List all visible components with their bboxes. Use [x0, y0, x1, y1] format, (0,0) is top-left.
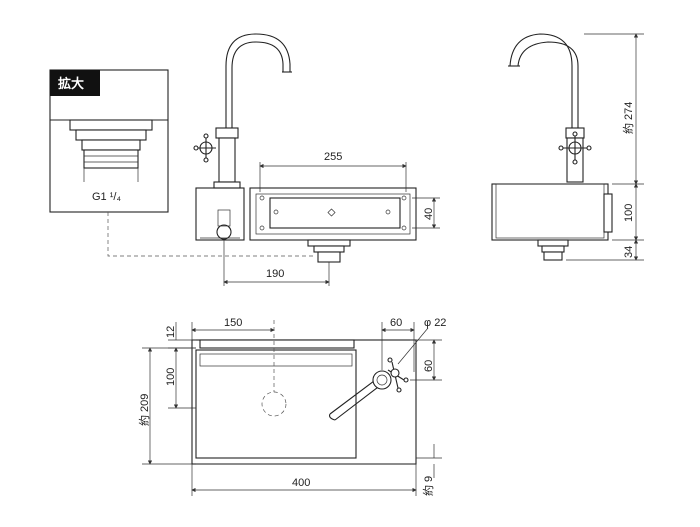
- zoom-frame: [49, 69, 169, 213]
- dim-phi22: φ 22: [397, 317, 446, 365]
- zoom-leader: [107, 212, 316, 257]
- dim-60-vertical: 60: [410, 339, 442, 381]
- svg-text:190: 190: [266, 268, 284, 280]
- cross-handle-icon: [387, 357, 409, 393]
- svg-text:φ 22: φ 22: [424, 317, 446, 329]
- svg-text:60: 60: [390, 317, 402, 329]
- dim-400: 400: [191, 464, 417, 496]
- dim-60-horizontal: 60: [381, 317, 415, 372]
- dim-34: 34: [566, 239, 644, 261]
- svg-text:12: 12: [165, 326, 177, 338]
- zoom-badge-label: 拡大: [58, 76, 84, 92]
- svg-text:100: 100: [165, 368, 177, 386]
- svg-text:255: 255: [324, 151, 342, 163]
- cross-handle-icon: [193, 133, 216, 163]
- zoom-badge: [50, 70, 100, 96]
- zoom-detail: 拡大 G1 ¹/₄: [49, 69, 169, 213]
- svg-text:60: 60: [423, 360, 435, 372]
- front-view: [193, 33, 417, 263]
- dim-274: 約 274: [584, 33, 644, 185]
- svg-text:約 9: 約 9: [421, 476, 435, 496]
- dim-150: 150: [191, 317, 275, 340]
- dim-255: 255: [259, 151, 407, 192]
- thread-label: G1 ¹/₄: [92, 191, 121, 203]
- dim-40: 40: [412, 197, 440, 229]
- dim-9: 約 9: [416, 444, 442, 496]
- svg-text:約 274: 約 274: [621, 102, 635, 134]
- dim-190: 190: [223, 240, 330, 286]
- svg-text:150: 150: [224, 317, 242, 329]
- cross-handle-icon: [558, 131, 592, 165]
- svg-text:100: 100: [623, 204, 635, 222]
- svg-text:約 209: 約 209: [137, 394, 151, 426]
- svg-text:40: 40: [423, 208, 435, 220]
- plan-view: [191, 320, 417, 465]
- svg-text:400: 400: [292, 477, 310, 489]
- side-view: [491, 33, 613, 261]
- dim-100-top: 100: [165, 347, 196, 409]
- dim-100-side: 100: [612, 183, 644, 241]
- dim-12: 12: [165, 322, 196, 349]
- svg-text:34: 34: [623, 246, 635, 258]
- dim-209: 約 209: [137, 347, 196, 465]
